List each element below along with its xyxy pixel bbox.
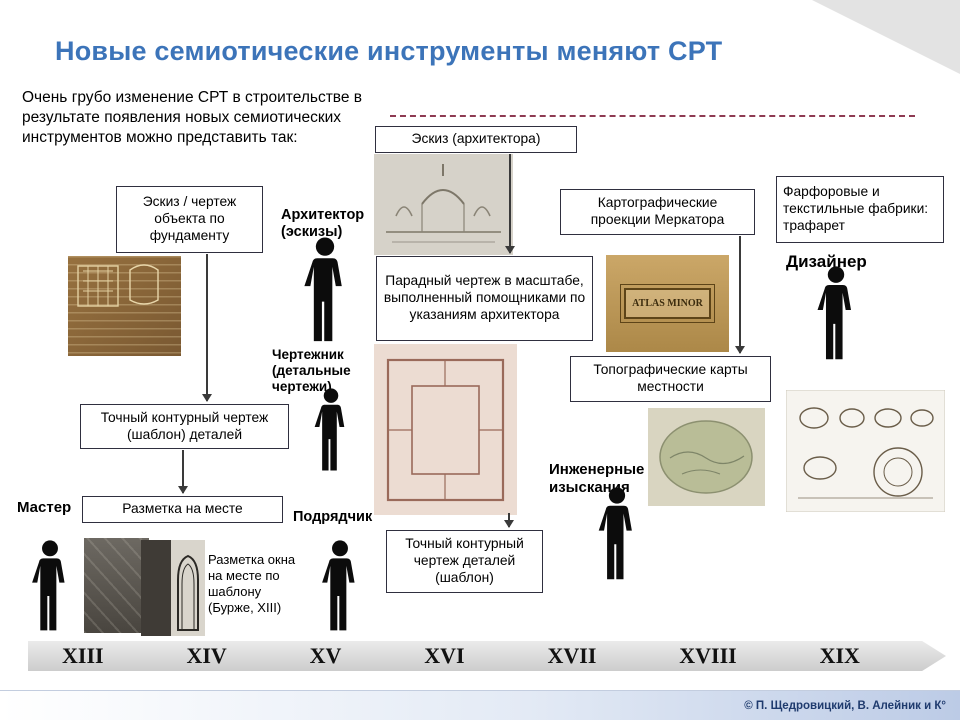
box-eskiz-chertezh-fundament: Эскиз / чертеж объекта по фундаменту <box>116 186 263 253</box>
role-label-chertezhnik: Чертежник (детальные чертежи) <box>272 347 351 395</box>
arrow-konturny-to-razmetka <box>177 450 188 494</box>
box-farforovye-fabriki: Фарфоровые и текстильные фабрики: трафар… <box>776 176 944 243</box>
image-old-topographic-map <box>648 408 765 506</box>
timeline-century-xvii: XVII <box>547 643 597 668</box>
slide-title: Новые семиотические инструменты меняют С… <box>55 36 723 66</box>
image-porcelain-catalog <box>786 390 945 512</box>
dashed-timeline-connector <box>390 115 915 117</box>
person-icon-master <box>27 540 73 632</box>
box-tochny-konturny-detaley: Точный контурный чертеж деталей (шаблон) <box>386 530 543 593</box>
copyright-text: © П. Щедровицкий, В. Алейник и К° <box>744 700 946 712</box>
person-icon-chertezhnik <box>310 388 352 472</box>
footer-bar <box>0 690 960 720</box>
person-icon-arhitektor <box>303 237 347 343</box>
person-icon-podryadchik <box>317 540 363 632</box>
image-stone-floor-photo <box>84 538 149 633</box>
timeline-century-xv: XV <box>309 643 342 668</box>
timeline-century-xiii: XIII <box>62 643 104 668</box>
box-eskiz-arhitektora: Эскиз (архитектора) <box>375 126 577 153</box>
timeline-century-xviii: XVIII <box>679 643 737 668</box>
role-label-podryadchik: Подрядчик <box>293 509 373 525</box>
box-kartograficheskie-proekcii: Картографические проекции Меркатора <box>560 189 755 235</box>
timeline-century-xiv: XIV <box>186 643 227 668</box>
person-icon-inzhener <box>594 487 640 581</box>
role-label-dizayner: Дизайнер <box>786 252 867 271</box>
arrow-sketch-to-paradny <box>504 154 515 254</box>
role-label-inzhenernye-izyskaniya: Инженерные изыскания <box>549 461 645 496</box>
image-window-template-drawing <box>141 540 205 636</box>
timeline-band: XIII XIV XV XVI XVII XVIII XIX <box>28 641 946 671</box>
arrow-karto-to-topo <box>734 236 745 354</box>
intro-text: Очень грубо изменение СРТ в строительств… <box>22 89 363 147</box>
box-razmetka-na-meste: Разметка на месте <box>82 496 283 523</box>
box-tochny-konturny-shablon: Точный контурный чертеж (шаблон) деталей <box>80 404 289 449</box>
role-label-arhitektor: Архитектор (эскизы) <box>281 207 365 241</box>
image-palace-floor-plan <box>374 344 517 515</box>
image-medieval-manuscript <box>68 256 181 356</box>
timeline-century-xvi: XVI <box>424 643 465 668</box>
timeline-century-xix: XIX <box>819 643 860 668</box>
role-label-master: Мастер <box>17 499 72 516</box>
atlas-title-text: ATLAS MINOR <box>620 284 715 323</box>
box-paradny-chertezh: Парадный чертеж в масштабе, выполненный … <box>376 256 593 341</box>
person-icon-dizayner <box>812 266 860 361</box>
arrow-eskiz-to-konturny <box>201 254 212 402</box>
image-atlas-minor: ATLAS MINOR <box>606 255 729 352</box>
image-cathedral-sketch <box>374 154 513 255</box>
arrow-plan-to-detali <box>503 513 514 528</box>
box-topograficheskie-karty: Топографические карты местности <box>570 356 771 402</box>
caption-razmetka-okna: Разметка окна на месте по шаблону (Бурже… <box>208 552 296 615</box>
